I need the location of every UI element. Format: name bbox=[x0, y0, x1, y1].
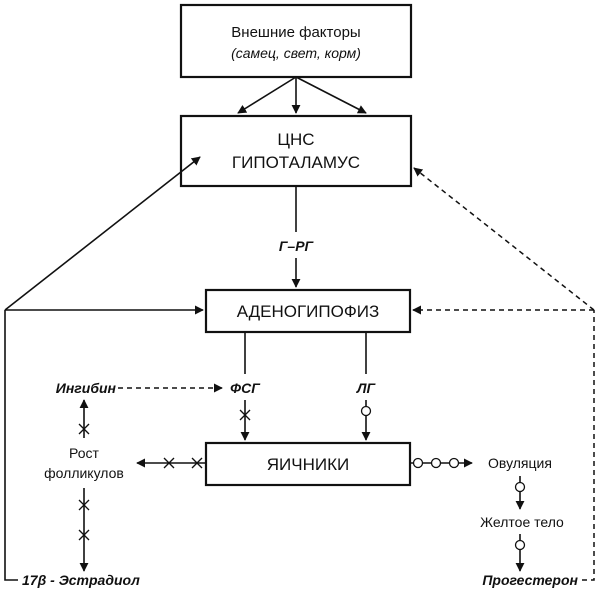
fsh-to-ovaries-arrow bbox=[239, 400, 251, 441]
external-factors-subtitle: (самец, свет, корм) bbox=[231, 45, 361, 61]
ovaries-to-ovulation-arrow bbox=[410, 457, 473, 469]
cns-label: ЦНС bbox=[277, 130, 314, 149]
ovulation-label: Овуляция bbox=[488, 455, 552, 471]
follicle-to-inhibin-arrow bbox=[78, 399, 90, 438]
ovulation-to-corpus-luteum-arrow bbox=[514, 476, 526, 510]
external-to-cns-arrows bbox=[237, 76, 367, 114]
progesterone-feedback-lines bbox=[412, 167, 595, 581]
external-factors-box bbox=[179, 3, 413, 79]
grh-label: Г–РГ bbox=[279, 238, 315, 254]
hypothalamus-label: ГИПОТАЛАМУС bbox=[232, 153, 360, 172]
lh-to-ovaries-arrow bbox=[360, 400, 372, 441]
estradiol-feedback-lines bbox=[4, 156, 204, 581]
follicle-to-estradiol-arrow bbox=[78, 488, 90, 572]
cns-hypothalamus-box bbox=[179, 114, 413, 188]
follicle-growth-label-1: Рост bbox=[69, 445, 100, 461]
corpus-luteum-to-progesterone-arrow bbox=[514, 534, 526, 572]
progesterone-label: Прогестерон bbox=[482, 572, 578, 588]
ovaries-label: ЯИЧНИКИ bbox=[267, 455, 349, 474]
lh-label: ЛГ bbox=[356, 380, 377, 396]
adenohypophysis-box bbox=[204, 288, 412, 334]
corpus-luteum-label: Желтое тело bbox=[480, 514, 564, 530]
follicle-growth-label-2: фолликулов bbox=[44, 465, 124, 481]
ovaries-to-follicle-arrow bbox=[136, 457, 206, 469]
fsh-label: ФСГ bbox=[230, 380, 261, 396]
inhibin-label: Ингибин bbox=[56, 380, 117, 396]
external-factors-title: Внешние факторы bbox=[231, 24, 360, 41]
estradiol-label: 17β - Эстрадиол bbox=[22, 572, 140, 588]
ovaries-box bbox=[204, 441, 412, 487]
adenohypophysis-label: АДЕНОГИПОФИЗ bbox=[237, 302, 380, 321]
